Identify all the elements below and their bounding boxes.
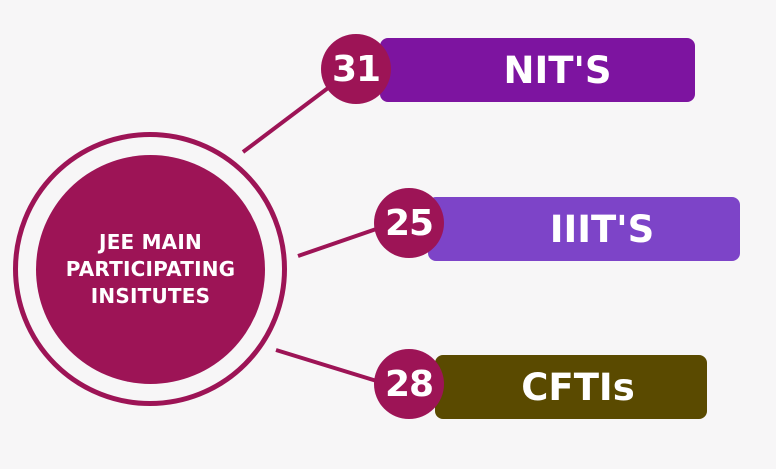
cftis-label: CFTIs [521, 365, 635, 409]
nits-label: NIT'S [503, 48, 612, 92]
hub-title-line-3: INSITUTES [90, 284, 211, 308]
connector-iiits [297, 225, 383, 258]
cftis-bar: CFTIs [435, 355, 707, 419]
nits-count-badge: 31 [321, 34, 391, 104]
hub-title-line-2: PARTICIPATING [65, 257, 236, 281]
nits-count: 31 [331, 48, 381, 90]
iiits-count: 25 [384, 202, 434, 244]
iiits-bar: IIIT'S [428, 197, 740, 261]
cftis-count-badge: 28 [374, 349, 444, 419]
connector-cftis [275, 348, 381, 384]
hub-circle: JEE MAIN PARTICIPATING INSITUTES [36, 155, 265, 384]
iiits-count-badge: 25 [374, 188, 444, 258]
cftis-count: 28 [384, 363, 434, 405]
connector-nits [241, 80, 338, 154]
iiits-label: IIIT'S [549, 207, 655, 251]
hub-title-line-1: JEE MAIN [99, 230, 202, 254]
nits-bar: NIT'S [380, 38, 695, 102]
